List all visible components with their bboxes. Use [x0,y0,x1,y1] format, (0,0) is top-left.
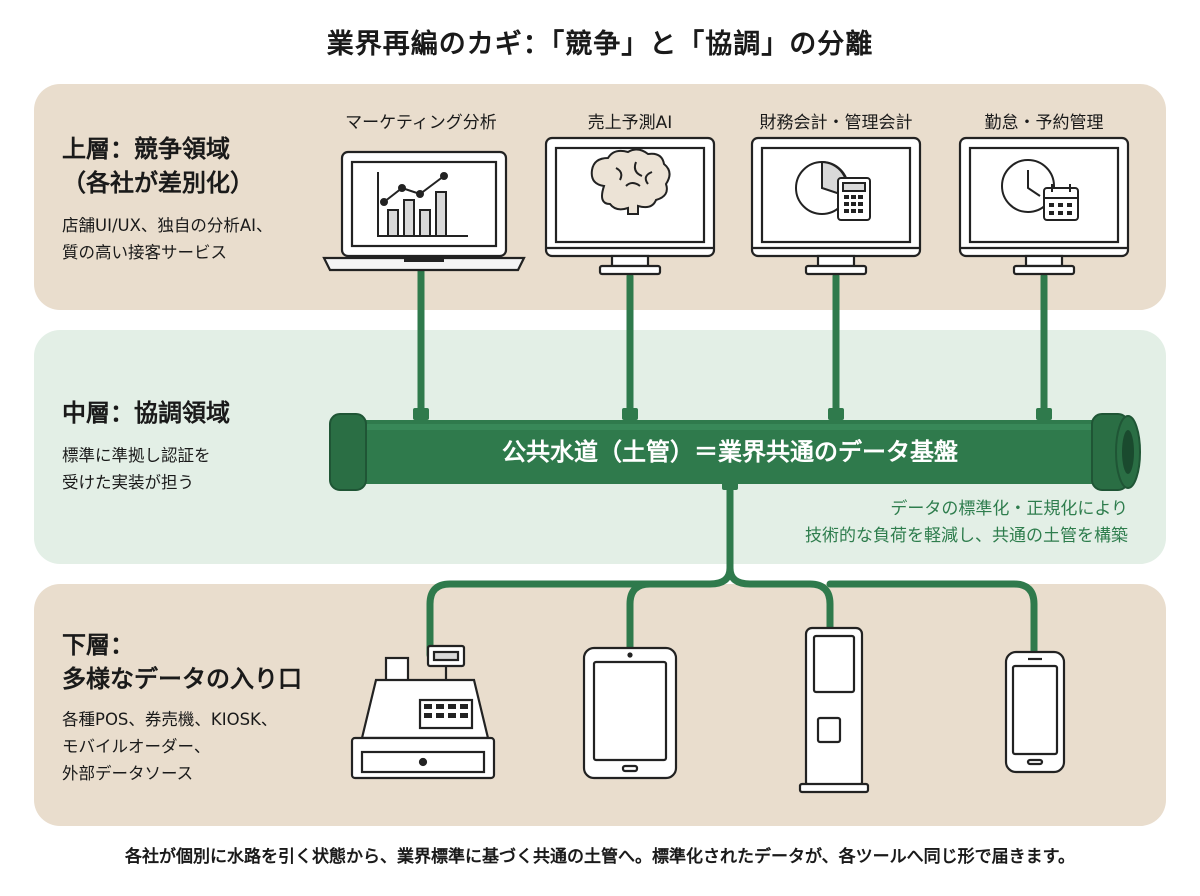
bottom-layer-title-line: 多様なデータの入り口 [62,665,302,693]
cash-register-icon [350,644,496,780]
pipe-note-line: データの標準化・正規化により [890,499,1128,519]
top-layer-title: 上層：競争領域 （各社が差別化） [62,132,254,200]
bottom-layer-description: 各種POS、券売機、KIOSK、 モバイルオーダー、 外部データソース [62,706,277,787]
connector-kiosk [726,564,834,636]
top-layer-title-line: 上層：競争領域 [62,135,230,163]
laptop-device [322,150,526,272]
brain-icon [590,148,671,215]
footer-caption: 各社が個別に水路を引く状態から、業界標準に基づく共通の土管へ。標準化されたデータ… [125,847,1075,867]
device-label-sales-ai: 売上予測AI [587,113,673,133]
middle-layer-description: 標準に準拠し認証を 受けた実装が担う [62,442,211,496]
bottom-layer-title-line: 下層： [62,631,134,659]
pipe-note: データの標準化・正規化により 技術的な負荷を軽減し、共通の土管を構築 [805,496,1128,550]
tablet-icon [582,646,678,780]
middle-layer-title: 中層：協調領域 [62,399,230,427]
top-layer-title-line: （各社が差別化） [62,169,254,197]
pie-chart-calculator-icon [795,160,871,221]
public-water-pipe [329,413,1141,491]
device-label-attendance: 勤怠・予約管理 [984,113,1104,133]
connector-register [426,564,734,659]
smartphone-icon [1004,650,1066,774]
bottom-layer-desc-line: モバイルオーダー、 [62,737,211,756]
pipe-note-line: 技術的な負荷を軽減し、共通の土管を構築 [805,526,1128,546]
connector-smartphone [826,580,1038,656]
top-layer-desc-line: 店舗UI/UX、独自の分析AI、 [62,216,273,235]
top-layer-desc-line: 質の高い接客サービス [62,243,227,262]
bottom-layer-title: 下層： 多様なデータの入り口 [62,628,302,696]
bottom-layer-desc-line: 外部データソース [62,764,194,783]
diagram-title: 業界再編のカギ：「競争」と「協調」の分離 [326,29,874,60]
bar-line-chart-icon [377,172,468,237]
device-label-marketing: マーケティング分析 [345,113,497,133]
middle-layer-desc-line: 標準に準拠し認証を [62,446,211,465]
pipe-label: 公共水道（土管）＝業界共通のデータ基盤 [502,438,958,466]
bottom-layer-desc-line: 各種POS、券売機、KIOSK、 [62,710,278,729]
clock-calendar-icon [1001,159,1079,221]
top-layer-description: 店舗UI/UX、独自の分析AI、 質の高い接客サービス [62,212,273,266]
kiosk-icon [798,626,870,794]
device-label-accounting: 財務会計・管理会計 [759,113,913,133]
connector-tablet [626,580,694,652]
middle-layer-desc-line: 受けた実装が担う [62,473,194,492]
